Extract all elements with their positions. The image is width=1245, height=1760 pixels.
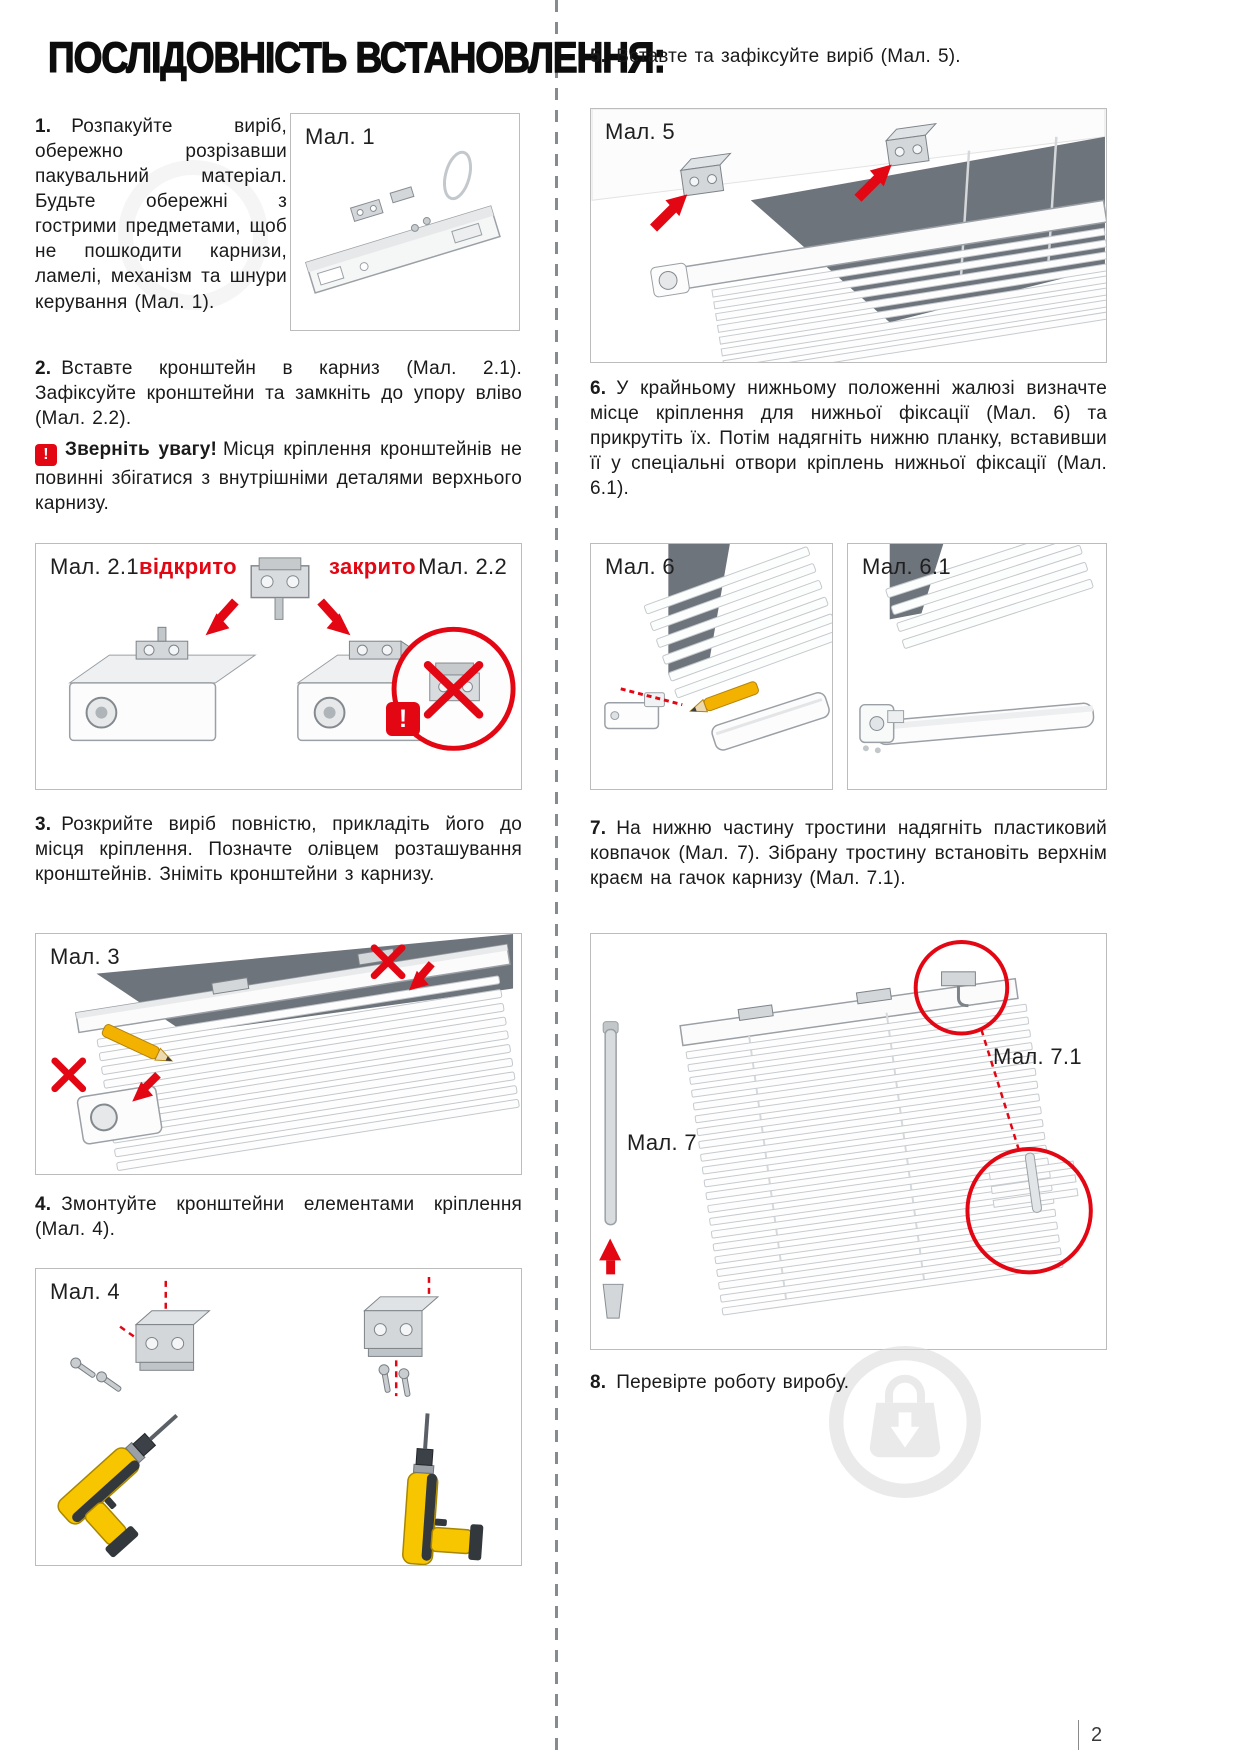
cord-loop-icon xyxy=(442,150,473,201)
state-open-label: відкрито xyxy=(139,554,237,579)
bracket-icon xyxy=(884,122,938,167)
step-5-body: Вставте та зафіксуйте виріб (Мал. 5). xyxy=(616,46,961,67)
small-part-icon xyxy=(389,186,415,204)
step-2-block: 2.Вставте кронштейн в карниз (Мал. 2.1).… xyxy=(35,356,522,516)
figure-6-1-label: Мал. 6.1 xyxy=(862,554,951,579)
cap-icon xyxy=(602,1283,624,1319)
guide-line xyxy=(119,1276,431,1397)
step-2-text: 2.Вставте кронштейн в карниз (Мал. 2.1).… xyxy=(35,356,522,431)
figure-5: Мал. 5 xyxy=(590,108,1107,363)
bracket-icon xyxy=(349,198,384,223)
step-1-number: 1. xyxy=(35,116,52,137)
screw-icon xyxy=(68,1355,414,1398)
rail-open-icon xyxy=(68,626,257,742)
red-arrow-icon xyxy=(650,164,892,232)
wand-attach-detail xyxy=(988,1152,1079,1213)
bracket-icon xyxy=(363,1296,440,1357)
bracket-icon xyxy=(250,557,310,620)
headrail-icon xyxy=(304,205,501,294)
figure-7-label: Мал. 7 xyxy=(627,1130,697,1155)
red-arrow-icon xyxy=(205,598,351,636)
warning-text: Місця кріплення кронштейнів не повинні з… xyxy=(35,439,522,514)
page-title: ПОСЛІДОВНІСТЬ ВСТАНОВЛЕННЯ: xyxy=(47,33,666,82)
figure-3-illustration xyxy=(51,934,520,1172)
step-8-body: Перевірте роботу виробу. xyxy=(616,1372,850,1393)
figure-6-illustration xyxy=(604,544,832,751)
pencil-icon xyxy=(101,1024,174,1062)
figure-4-illustration xyxy=(52,1276,493,1565)
warning-icon: ! xyxy=(35,443,57,466)
rail-end-icon xyxy=(76,1085,163,1145)
hook-icon xyxy=(941,971,976,1008)
fixation-bracket-icon xyxy=(859,703,905,754)
figure-6-label: Мал. 6 xyxy=(605,554,675,579)
step-3-text: 3.Розкрийте виріб повністю, прикладіть й… xyxy=(35,812,522,887)
crossed-out-bracket xyxy=(391,626,516,751)
step-8-number: 8. xyxy=(590,1372,607,1393)
figure-7: Мал. 7 Мал. 7.1 xyxy=(590,933,1107,1350)
state-closed-label: закрито xyxy=(329,554,416,579)
figure-3: Мал. 3 xyxy=(35,933,522,1175)
step-5-number: 5. xyxy=(590,46,607,67)
step-2-number: 2. xyxy=(35,358,52,379)
figure-5-illustration xyxy=(591,109,1106,362)
figure-1-label: Мал. 1 xyxy=(305,124,375,149)
step-7-body: На нижню частину тростини надягніть плас… xyxy=(590,818,1107,890)
figure-2-illustration xyxy=(68,557,516,751)
step-4-number: 4. xyxy=(35,1194,52,1215)
step-3-number: 3. xyxy=(35,814,52,835)
step-8-text: 8. Перевірте роботу виробу. xyxy=(590,1370,1107,1395)
guide-line xyxy=(620,687,683,707)
bracket-icon xyxy=(134,1310,211,1371)
drill-icon xyxy=(52,1402,222,1565)
bottom-slat-icon xyxy=(711,692,830,751)
callout-circle xyxy=(913,939,1093,1275)
figure-5-label: Мал. 5 xyxy=(605,119,675,144)
x-mark-icon xyxy=(51,944,406,1093)
figure-7-illustration xyxy=(599,939,1093,1319)
figure-2: Мал. 2.1 відкрито закрито Мал. 2.2 ! xyxy=(35,543,522,790)
wand-icon xyxy=(602,1021,619,1226)
figure-1: Мал. 1 xyxy=(290,113,520,331)
step-5-text: 5. Вставте та зафіксуйте виріб (Мал. 5). xyxy=(590,44,1090,69)
page-number: 2 xyxy=(1078,1720,1102,1750)
column-divider xyxy=(555,0,558,1760)
warning-lead: Зверніть увагу! xyxy=(65,439,218,461)
step-6-body: У крайньому нижньому положенні жалюзі ви… xyxy=(590,378,1107,500)
step-6-text: 6.У крайньому нижньому положенні жалюзі … xyxy=(590,376,1107,501)
bracket-icon xyxy=(679,152,732,197)
step-3-body: Розкрийте виріб повністю, прикладіть йог… xyxy=(35,814,522,886)
figure-2-label-right: Мал. 2.2 xyxy=(418,554,507,579)
step-1-text: 1.Розпакуйте виріб, обережно розрізавши … xyxy=(35,114,287,315)
red-arrow-icon xyxy=(599,1238,622,1275)
alert-icon: ! xyxy=(386,702,420,736)
pencil-icon xyxy=(689,681,759,713)
step-6-number: 6. xyxy=(590,378,607,399)
step-7-number: 7. xyxy=(590,818,607,839)
headrail-icon xyxy=(650,199,1106,298)
watermark-logo xyxy=(829,1346,981,1498)
red-arrow-icon xyxy=(132,961,435,1102)
figure-4: Мал. 4 xyxy=(35,1268,522,1566)
step-7-text: 7.На нижню частину тростини надягніть пл… xyxy=(590,816,1107,891)
headrail-icon xyxy=(679,977,1019,1047)
figure-6: Мал. 6 xyxy=(590,543,833,790)
step-4-body: Змонтуйте кронштейни елементами кріпленн… xyxy=(35,1194,522,1241)
figure-6-1-illustration xyxy=(859,544,1095,754)
drill-icon xyxy=(400,1410,493,1565)
step-2-body: Вставте кронштейн в карниз (Мал. 2.1). З… xyxy=(35,358,522,430)
figure-1-illustration xyxy=(304,150,501,294)
bottom-rail-icon xyxy=(874,702,1095,746)
figure-4-label: Мал. 4 xyxy=(50,1279,120,1304)
figure-6-1: Мал. 6.1 xyxy=(847,543,1107,790)
figure-2-label-left: Мал. 2.1 xyxy=(50,554,139,579)
screw-icon xyxy=(410,217,431,232)
step-2-warning: ! Зверніть увагу!Місця кріплення кронштей… xyxy=(35,437,522,516)
step-1-body: Розпакуйте виріб, обережно розрізавши па… xyxy=(35,116,287,313)
x-mark-icon xyxy=(423,661,484,719)
figure-3-label: Мал. 3 xyxy=(50,944,120,969)
step-4-text: 4.Змонтуйте кронштейни елементами кріпле… xyxy=(35,1192,522,1242)
figure-7-1-label: Мал. 7.1 xyxy=(993,1044,1082,1069)
